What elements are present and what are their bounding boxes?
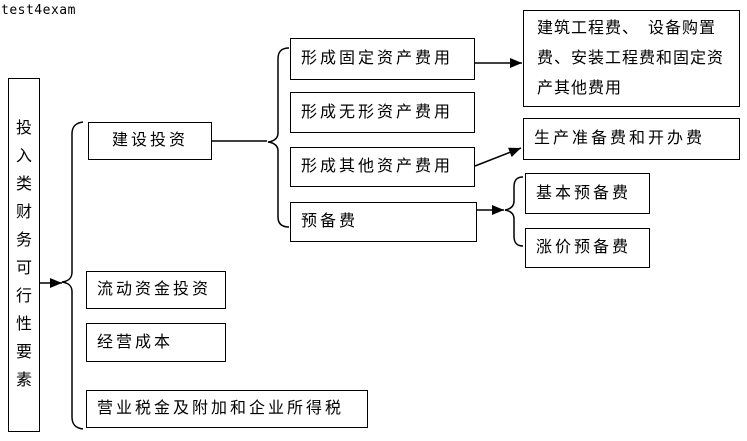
intangible-asset-cost-label: 形成无形资产费用 (301, 103, 454, 121)
price-increase-reserve-label: 涨价预备费 (536, 239, 632, 257)
node-working-capital-investment: 流动资金投资 (86, 271, 226, 309)
node-price-increase-reserve-fee: 涨价预备费 (525, 228, 650, 268)
brace-construction-children (267, 47, 290, 228)
watermark-text: test4exam (1, 3, 76, 18)
root-label: 投入类财务可行性要素 (15, 120, 32, 389)
fixed-asset-detail-line-2: 费、安装工程费和固定资 (537, 49, 725, 67)
construction-investment-label: 建设投资 (111, 132, 188, 150)
node-other-asset-cost: 形成其他资产费用 (290, 147, 475, 187)
other-asset-cost-label: 形成其他资产费用 (301, 158, 454, 176)
node-basic-reserve-fee: 基本预备费 (525, 173, 650, 214)
fixed-asset-cost-label: 形成固定资产费用 (301, 50, 454, 68)
node-reserve-fee: 预备费 (290, 202, 477, 242)
working-capital-label: 流动资金投资 (97, 281, 212, 299)
node-business-tax-and-income-tax: 营业税金及附加和企业所得税 (86, 390, 368, 428)
fixed-asset-detail-line-3: 产其他费用 (537, 79, 623, 97)
basic-reserve-label: 基本预备费 (536, 184, 632, 202)
arrow-other-to-production (474, 147, 522, 167)
node-production-prep-and-startup-fee: 生产准备费和开办费 (523, 118, 740, 160)
node-fixed-asset-cost: 形成固定资产费用 (290, 38, 475, 80)
node-fixed-asset-cost-detail: 建筑工程费、 设备购置 费、安装工程费和固定资 产其他费用 (523, 10, 740, 107)
production-prep-label: 生产准备费和开办费 (534, 130, 706, 148)
node-construction-investment: 建设投资 (88, 122, 212, 160)
business-tax-label: 营业税金及附加和企业所得税 (97, 400, 345, 418)
operating-cost-label: 经营成本 (97, 333, 174, 351)
node-root-investment-feasibility-elements: 投入类财务可行性要素 (8, 78, 40, 432)
brace-reserve-children (504, 176, 524, 247)
reserve-fee-label: 预备费 (301, 213, 359, 231)
node-operating-cost: 经营成本 (86, 323, 226, 362)
node-intangible-asset-cost: 形成无形资产费用 (290, 92, 475, 133)
brace-level1 (61, 121, 84, 430)
fixed-asset-detail-line-1: 建筑工程费、 设备购置 (537, 19, 717, 37)
